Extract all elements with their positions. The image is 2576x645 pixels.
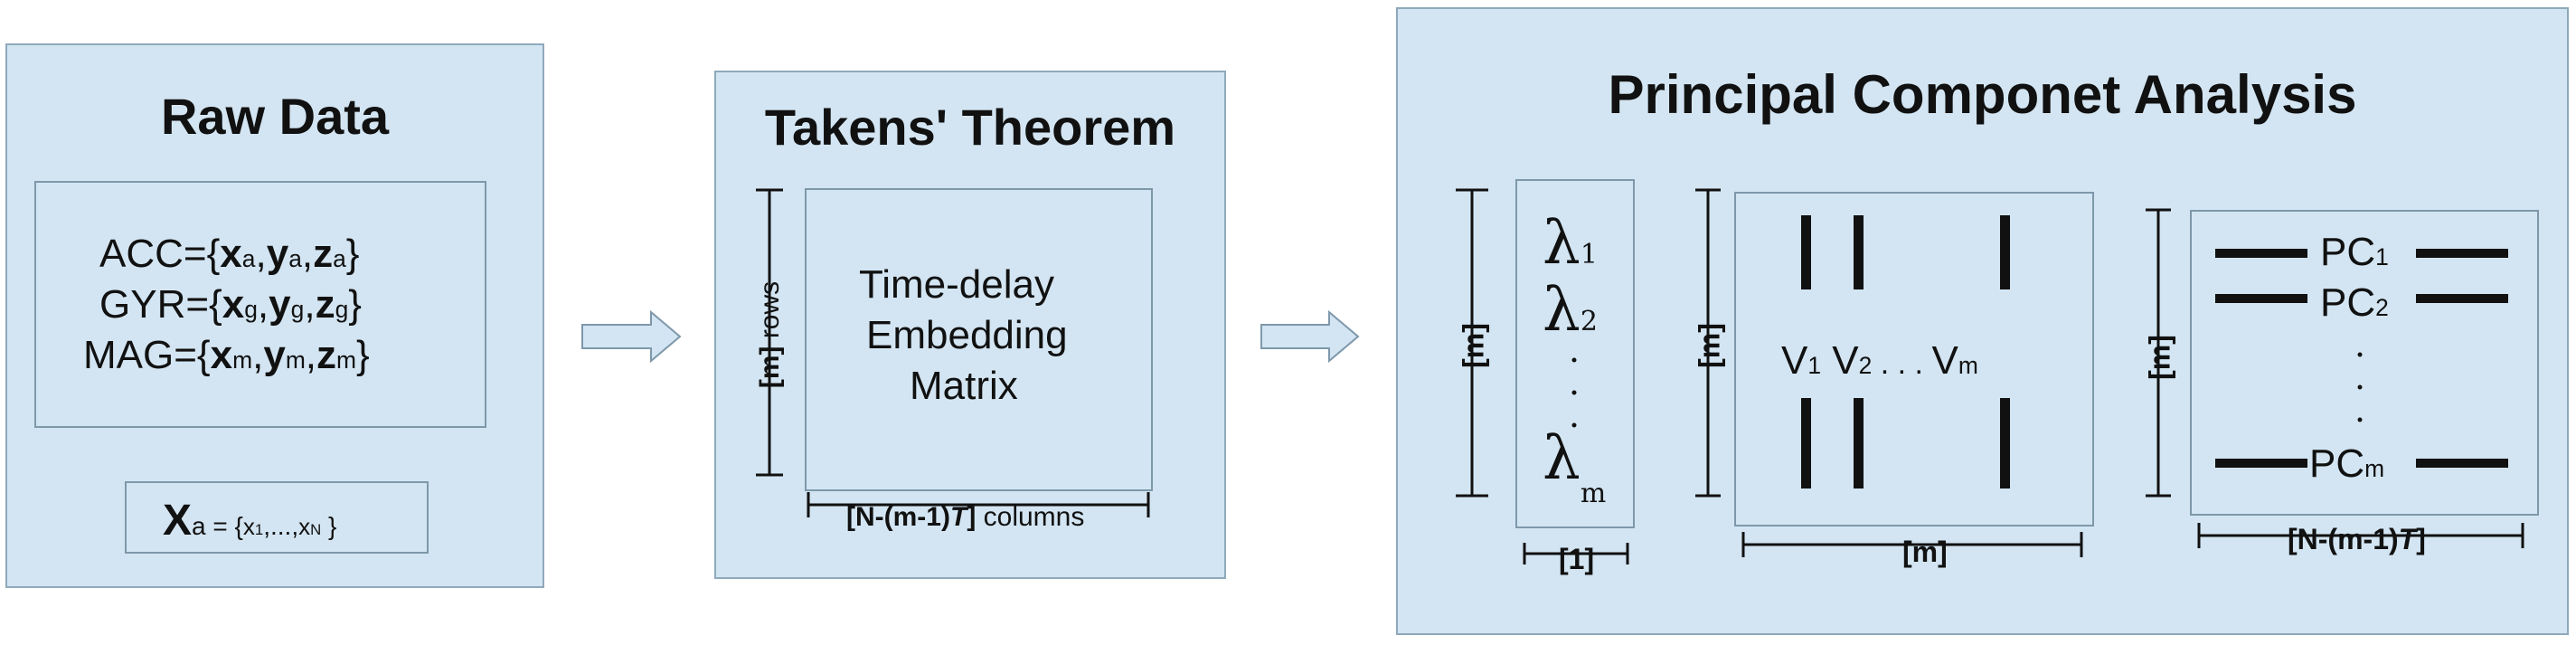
pc-2-label: PC2 <box>2320 280 2389 325</box>
pc-m-label: PCm <box>2309 441 2385 486</box>
arrow-raw-to-takens <box>581 309 682 364</box>
matrix-label-line3: Matrix <box>910 364 1018 408</box>
matrix-label-line1: Time-delay <box>859 262 1054 307</box>
raw-data-panel: Raw Data ACC={xa,ya,za} GYR={xg,yg,zg} M… <box>5 43 544 588</box>
takens-panel: Takens' Theorem Time-delay Embedding Mat… <box>714 71 1226 579</box>
arrow-takens-to-pca <box>1260 309 1360 364</box>
pc-1-label: PC1 <box>2320 230 2389 274</box>
lambda-1: λ1 <box>1543 208 1598 278</box>
eigenvector-labels: V1 V2 . . . Vm <box>1781 338 1978 383</box>
time-series-box: Xa = {x1,...,xN } <box>125 481 429 554</box>
gyr-formula: GYR={xg,yg,zg} <box>99 282 362 327</box>
eigenvector-bars <box>1801 215 2010 488</box>
lambda-2: λ2 <box>1543 275 1598 345</box>
pca-title: Principal Componet Analysis <box>1608 64 2357 125</box>
embedding-matrix-box: Time-delay Embedding Matrix <box>805 188 1153 491</box>
eigenvalue-vector-box: λ1 λ2 λm <box>1515 179 1635 528</box>
columns-dimension-label: [N-(m-1)T] columns <box>843 502 1089 533</box>
principal-components-box: PC1 PC2 PCm <box>2190 210 2539 516</box>
lambda-width-label: [1] <box>1559 543 1595 575</box>
mag-formula: MAG={xm,ym,zm} <box>83 333 370 377</box>
eigenvector-width-label: [m] <box>1897 536 1953 569</box>
raw-data-title: Raw Data <box>160 88 390 145</box>
lambda-m: λm <box>1543 423 1607 509</box>
pca-panel: Principal Componet Analysis λ1 λ2 λm V1 … <box>1396 7 2569 635</box>
time-series-formula: Xa = {x1,...,xN } <box>163 497 337 545</box>
eigenvector-matrix-box: V1 V2 . . . Vm <box>1734 192 2094 526</box>
sensor-set-box: ACC={xa,ya,za} GYR={xg,yg,zg} MAG={xm,ym… <box>34 181 486 428</box>
ellipsis-dots <box>1571 352 2363 428</box>
takens-title: Takens' Theorem <box>764 99 1176 156</box>
acc-formula: ACC={xa,ya,za} <box>99 232 360 276</box>
pc-bars <box>2215 249 2508 468</box>
matrix-label-line2: Embedding <box>866 313 1068 357</box>
pc-width-label: [N-(m-1)T] <box>2282 523 2431 556</box>
